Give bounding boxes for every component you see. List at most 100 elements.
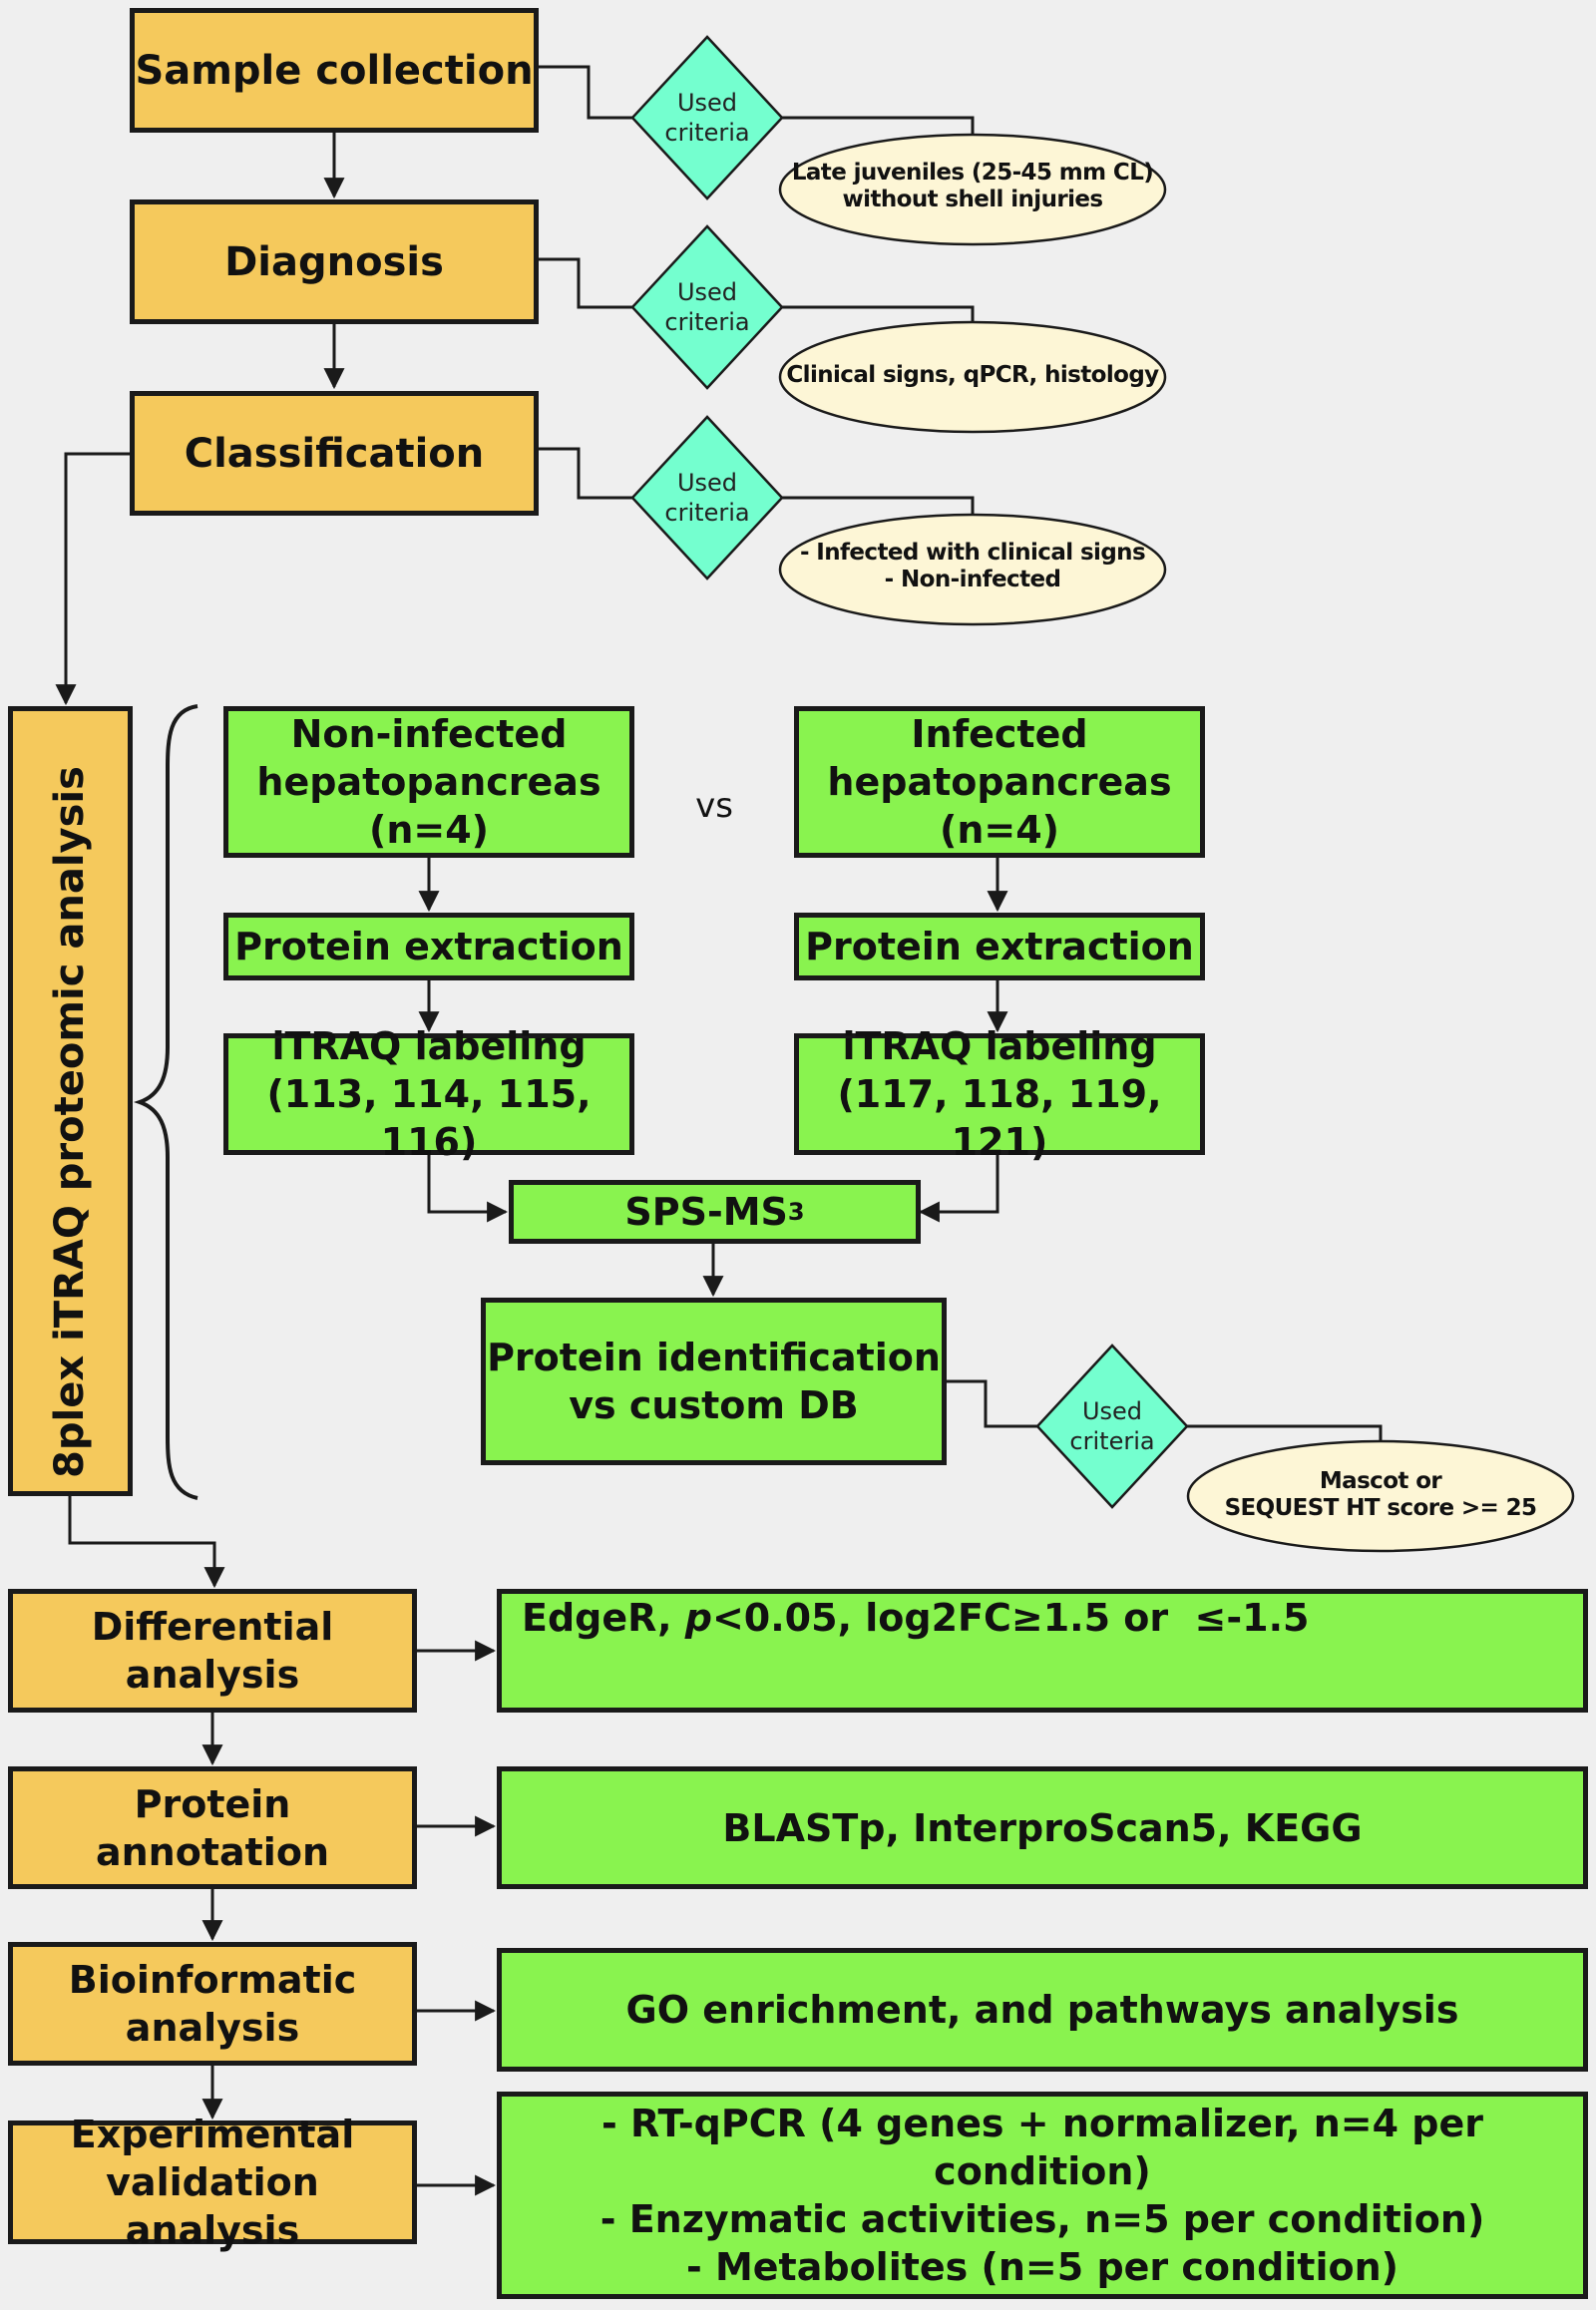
criteria-word-used: Used bbox=[676, 469, 738, 497]
criteria-ellipses bbox=[778, 133, 1575, 1553]
edger-p: p bbox=[684, 1596, 712, 1640]
arrow-classification-to-proteomic bbox=[55, 452, 130, 706]
validation-label-line1: Experimental bbox=[70, 2113, 355, 2156]
blastp-box: BLASTp, InterproScan5, KEGG bbox=[497, 1766, 1588, 1889]
diagnosis-criteria-label: Used criteria bbox=[637, 277, 777, 337]
diagnosis-criteria-text: Clinical signs, qPCR, histology bbox=[773, 362, 1172, 389]
sample-criteria-line2: without shell injuries bbox=[842, 187, 1104, 212]
brace bbox=[133, 704, 199, 1500]
spsms-superscript: 3 bbox=[787, 1198, 805, 1226]
differential-label-line2: analysis bbox=[125, 1653, 300, 1697]
itraq-left-title: iTRAQ labeling bbox=[271, 1024, 587, 1068]
extraction-right-label: Protein extraction bbox=[805, 925, 1194, 968]
sample-criteria-line1: Late juveniles (25-45 mm CL) bbox=[791, 160, 1154, 186]
validation-analysis-box: Experimental validation analysis bbox=[8, 2113, 417, 2252]
extraction-left-label: Protein extraction bbox=[234, 925, 623, 968]
noninfected-box: Non-infected hepatopancreas (n=4) bbox=[223, 706, 634, 858]
classification-criteria-line1: - Infected with clinical signs bbox=[799, 540, 1146, 566]
infected-line3: (n=4) bbox=[939, 808, 1060, 852]
classification-criteria-text: - Infected with clinical signs - Non-inf… bbox=[773, 540, 1172, 593]
sample-collection-label: Sample collection bbox=[135, 47, 534, 94]
validation-results-box: - RT-qPCR (4 genes + normalizer, n=4 per… bbox=[497, 2092, 1588, 2299]
infected-line2: hepatopancreas bbox=[827, 760, 1172, 804]
identification-line1: Protein identification bbox=[487, 1336, 941, 1379]
proteomic-analysis-label: 8plex iTRAQ proteomic analysis bbox=[47, 766, 93, 1478]
line-sample-criteria-ellipse bbox=[782, 116, 975, 135]
vs-label: vs bbox=[695, 786, 733, 826]
bioinformatic-analysis-box: Bioinformatic analysis bbox=[8, 1942, 417, 2066]
protein-annotation-box: Protein annotation bbox=[8, 1766, 417, 1889]
spsms-label: SPS-MS bbox=[624, 1190, 788, 1234]
diagnosis-box: Diagnosis bbox=[130, 199, 539, 324]
line-identification-criteria-ellipse bbox=[1187, 1424, 1383, 1444]
go-enrichment-box: GO enrichment, and pathways analysis bbox=[497, 1948, 1588, 2072]
differential-label-line1: Differential bbox=[91, 1605, 334, 1649]
diagnosis-criteria-ellipse bbox=[778, 320, 1167, 434]
itraq-left-channels: (113, 114, 115, 116) bbox=[266, 1072, 592, 1164]
identification-criteria-ellipse bbox=[1186, 1439, 1575, 1553]
criteria-word-used: Used bbox=[1081, 1397, 1143, 1425]
identification-box: Protein identification vs custom DB bbox=[481, 1298, 947, 1465]
itraq-right-title: iTRAQ labeling bbox=[842, 1024, 1157, 1068]
criteria-word-criteria: criteria bbox=[664, 308, 750, 336]
bioinformatic-label-line2: analysis bbox=[125, 2006, 300, 2050]
line-sample-criteria bbox=[539, 65, 632, 120]
validation-result-line2: - Enzymatic activities, n=5 per conditio… bbox=[599, 2197, 1485, 2241]
line-classification-criteria-ellipse bbox=[782, 496, 975, 516]
itraq-right-channels: (117, 118, 119, 121) bbox=[837, 1072, 1162, 1164]
line-identification-criteria bbox=[947, 1379, 1037, 1428]
differential-analysis-box: Differential analysis bbox=[8, 1589, 417, 1713]
line-diagnosis-criteria bbox=[539, 257, 632, 309]
criteria-word-criteria: criteria bbox=[664, 499, 750, 527]
arrow-itraq-right-to-spsms bbox=[918, 1155, 999, 1223]
go-enrichment-label: GO enrichment, and pathways analysis bbox=[625, 1988, 1459, 2032]
arrow-itraq-left-to-spsms bbox=[427, 1155, 509, 1223]
arrow-proteomic-to-differential bbox=[68, 1496, 225, 1589]
criteria-word-criteria: criteria bbox=[1069, 1427, 1155, 1455]
infected-box: Infected hepatopancreas (n=4) bbox=[794, 706, 1205, 858]
itraq-right-box: iTRAQ labeling (117, 118, 119, 121) bbox=[794, 1024, 1205, 1164]
edger-text-a: EdgeR, bbox=[522, 1596, 685, 1640]
identification-criteria-line2: SEQUEST HT score >= 25 bbox=[1224, 1495, 1537, 1521]
identification-criteria-diamond bbox=[1035, 1344, 1189, 1509]
sample-criteria-diamond bbox=[630, 35, 784, 200]
line-diagnosis-criteria-ellipse bbox=[782, 305, 975, 324]
classification-criteria-ellipse bbox=[778, 513, 1167, 626]
classification-criteria-label: Used criteria bbox=[637, 468, 777, 528]
classification-criteria-line2: - Non-infected bbox=[884, 567, 1061, 592]
validation-result-line1: - RT-qPCR (4 genes + normalizer, n=4 per… bbox=[600, 2102, 1484, 2193]
blastp-label: BLASTp, InterproScan5, KEGG bbox=[722, 1805, 1363, 1850]
classification-box: Classification bbox=[130, 391, 539, 516]
noninfected-line1: Non-infected bbox=[290, 712, 568, 756]
sample-criteria-text: Late juveniles (25-45 mm CL) without she… bbox=[773, 160, 1172, 213]
infected-line1: Infected bbox=[911, 712, 1088, 756]
sample-criteria-ellipse bbox=[778, 133, 1167, 246]
criteria-word-used: Used bbox=[676, 89, 738, 117]
connectors bbox=[55, 65, 1383, 2196]
sample-criteria-label: Used criteria bbox=[637, 88, 777, 148]
criteria-word-criteria: criteria bbox=[664, 119, 750, 147]
edger-box: EdgeR, p<0.05, log2FC≥1.5 or ≤-1.5 bbox=[497, 1589, 1588, 1713]
identification-criteria-text: Mascot or SEQUEST HT score >= 25 bbox=[1181, 1468, 1580, 1522]
extraction-right-box: Protein extraction bbox=[794, 913, 1205, 980]
noninfected-line2: hepatopancreas bbox=[256, 760, 601, 804]
noninfected-line3: (n=4) bbox=[368, 808, 490, 852]
edger-text-b: <0.05, log2FC≥1.5 or ≤-1.5 bbox=[711, 1596, 1310, 1640]
protein-annotation-label: Protein annotation bbox=[95, 1781, 329, 1874]
classification-label: Classification bbox=[184, 430, 485, 477]
classification-criteria-diamond bbox=[630, 415, 784, 580]
itraq-left-box: iTRAQ labeling (113, 114, 115, 116) bbox=[223, 1024, 634, 1164]
identification-line2: vs custom DB bbox=[569, 1383, 859, 1427]
extraction-left-box: Protein extraction bbox=[223, 913, 634, 980]
identification-criteria-label: Used criteria bbox=[1042, 1396, 1182, 1456]
diagnosis-label: Diagnosis bbox=[224, 238, 444, 285]
proteomic-analysis-box bbox=[8, 706, 133, 1496]
diagnosis-criteria-diamond bbox=[630, 224, 784, 390]
line-classification-criteria bbox=[539, 447, 632, 500]
decisions bbox=[630, 35, 1189, 1509]
criteria-word-used: Used bbox=[676, 278, 738, 306]
sample-collection-box: Sample collection bbox=[130, 8, 539, 133]
diagnosis-criteria-line: Clinical signs, qPCR, histology bbox=[786, 362, 1159, 388]
